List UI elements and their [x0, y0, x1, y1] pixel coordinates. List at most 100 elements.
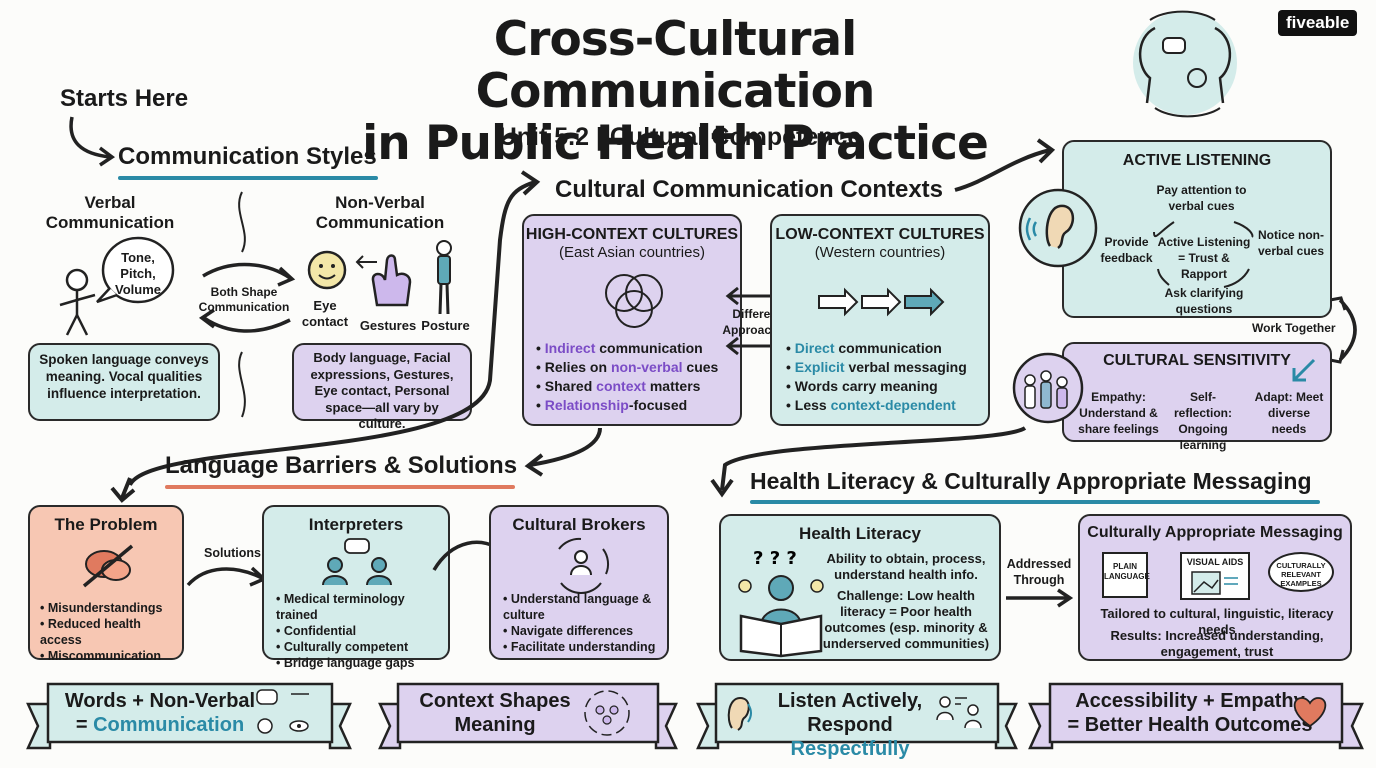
- problem-title: The Problem: [54, 515, 158, 534]
- al-bottom: Ask clarifying questions: [1164, 286, 1244, 316]
- subtitle: Unit 5.2 | Cultural Competence: [498, 123, 862, 151]
- posture-label: Posture: [421, 318, 470, 333]
- list-item: Reduced health access: [40, 616, 182, 648]
- interpreters-icon: [322, 538, 392, 586]
- list-item: Confidential: [276, 623, 448, 639]
- low-context-subtitle: (Western countries): [814, 244, 946, 261]
- high-context-list: Indirect communication Relies on non-ver…: [536, 339, 719, 415]
- banner-3: Listen Actively, Respond Respectfully: [777, 690, 923, 760]
- list-item: Shared context matters: [536, 377, 718, 396]
- al-top: Pay attention to verbal cues: [1156, 183, 1247, 213]
- health-literacy-title: Health Literacy: [799, 524, 921, 543]
- health-literacy-box: Health Literacy ? ? ? Ability to obtain,…: [719, 514, 1001, 661]
- addressed-arrow-icon: [1006, 588, 1074, 608]
- solutions-label: Solutions: [204, 546, 261, 560]
- appropriate-messaging-box: Culturally Appropriate Messaging PLAIN L…: [1078, 514, 1352, 661]
- communication-icons: [256, 689, 309, 734]
- adapt-arrow-icon: [1292, 358, 1316, 382]
- banner-4: Accessibility + Empathy = Better Health …: [1067, 690, 1313, 736]
- start-arrow-icon: [69, 116, 116, 167]
- health-literacy-definition: Ability to obtain, process, understand h…: [826, 551, 986, 582]
- communication-styles-heading: Communication Styles: [118, 143, 377, 170]
- hand-gesture-icon: [355, 254, 412, 307]
- reading-person-icon: ? ? ?: [738, 548, 824, 658]
- speaking-person-icon: [59, 236, 175, 336]
- eye-contact-label: Eye contact: [301, 298, 349, 329]
- list-item: Relationship-focused: [536, 396, 718, 415]
- heading-underline: [750, 500, 1320, 504]
- list-item: Understand language & culture: [503, 591, 663, 623]
- list-item: Words carry meaning: [786, 377, 967, 396]
- sensitivity-title: CULTURAL SENSITIVITY: [1103, 352, 1291, 369]
- heading-underline: [165, 485, 515, 489]
- brokers-title: Cultural Brokers: [512, 515, 646, 534]
- two-heads-icon: [1133, 10, 1237, 118]
- nonverbal-title: Non-Verbal Communication: [315, 193, 445, 232]
- active-listening-box: ACTIVE LISTENING Pay attention to verbal…: [1062, 140, 1332, 318]
- contexts-heading: Cultural Communication Contexts: [555, 176, 944, 203]
- wavy-divider-1: [238, 191, 246, 418]
- list-item: Navigate differences: [503, 623, 663, 639]
- cultural-sensitivity-box: CULTURAL SENSITIVITY Empathy: Understand…: [1062, 342, 1332, 452]
- empathy-text: Empathy: Understand & share feelings: [1078, 390, 1159, 436]
- list-item: Direct communication: [786, 339, 967, 358]
- group-cycle-icon: [584, 690, 630, 736]
- image-icon: [1191, 571, 1238, 595]
- svg-text:? ? ?: ? ? ?: [753, 548, 797, 569]
- work-together-label: Work Together: [1252, 321, 1336, 335]
- problem-list: Misunderstandings Reduced health access …: [40, 600, 182, 664]
- al-left: Provide feedback: [1100, 235, 1153, 265]
- interpreters-box: Interpreters Medical terminology trained…: [262, 505, 450, 670]
- adapt-text: Adapt: Meet diverse needs: [1254, 390, 1324, 436]
- both-shape-label: Both Shape Communication: [198, 285, 290, 314]
- cultural-brokers-box: Cultural Brokers Understand language & c…: [489, 505, 669, 660]
- low-context-box: LOW-CONTEXT CULTURES (Western countries)…: [770, 214, 990, 426]
- visual-aids-card: VISUAL AIDS: [1180, 552, 1250, 600]
- posture-icon: [436, 240, 452, 315]
- list-item: Facilitate understanding: [503, 639, 663, 655]
- interpreters-list: Medical terminology trained Confidential…: [276, 591, 448, 671]
- list-item: Medical terminology trained: [276, 591, 448, 623]
- both-shape-arrows-icon: [198, 262, 296, 333]
- no-speech-icon: [82, 544, 134, 588]
- heart-icon: [1293, 697, 1327, 728]
- list-item: Explicit verbal messaging: [786, 358, 967, 377]
- addressed-through-label: Addressed Through: [1006, 557, 1072, 587]
- gestures-label: Gestures: [359, 318, 417, 333]
- literacy-heading: Health Literacy & Culturally Appropriate…: [750, 468, 1312, 494]
- nonverbal-description-box: Body language, Facial expressions, Gestu…: [292, 343, 472, 431]
- banner-2: Context Shapes Meaning: [419, 690, 571, 736]
- tailored-text: Tailored to cultural, linguistic, litera…: [1100, 606, 1334, 637]
- list-item: Culturally competent: [276, 639, 448, 655]
- forward-arrows-icon: [818, 287, 945, 317]
- tone-bubble-text: Tone, Pitch, Volume: [115, 250, 161, 297]
- list-item: Less context-dependent: [786, 396, 967, 415]
- language-heading: Language Barriers & Solutions: [165, 452, 518, 479]
- high-context-box: HIGH-CONTEXT CULTURES (East Asian countr…: [522, 214, 742, 426]
- low-context-list: Direct communication Explicit verbal mes…: [786, 339, 967, 415]
- fiveable-logo: fiveable: [1278, 10, 1358, 36]
- al-center: Active Listening = Trust & Rapport: [1157, 235, 1251, 281]
- high-context-title: HIGH-CONTEXT CULTURES: [525, 226, 739, 243]
- banner-1: Words + Non-Verbal = Communication: [64, 690, 256, 736]
- reflection-text: Self-reflection: Ongoing learning: [1173, 390, 1232, 452]
- list-item: Miscommunication: [40, 648, 182, 664]
- ear-small-icon: [727, 696, 752, 731]
- high-context-subtitle: (East Asian countries): [559, 244, 705, 261]
- plain-language-card: PLAIN LANGUAGE: [1102, 552, 1150, 598]
- problem-box: The Problem Misunderstandings Reduced he…: [28, 505, 184, 663]
- verbal-title: Verbal Communication: [45, 193, 175, 232]
- heading-underline: [118, 176, 378, 180]
- starts-here-label: Starts Here: [60, 85, 189, 112]
- interpreters-title: Interpreters: [308, 515, 404, 534]
- list-item: Misunderstandings: [40, 600, 182, 616]
- face-icon: [307, 250, 347, 290]
- two-people-icon: [936, 696, 982, 729]
- list-item: Indirect communication: [536, 339, 718, 358]
- diverse-people-icon: [1012, 352, 1084, 424]
- health-literacy-challenge: Challenge: Low health literacy = Poor he…: [822, 588, 990, 651]
- cycle-arrows-icon: [1153, 221, 1254, 288]
- brokers-list: Understand language & culture Navigate d…: [503, 591, 663, 655]
